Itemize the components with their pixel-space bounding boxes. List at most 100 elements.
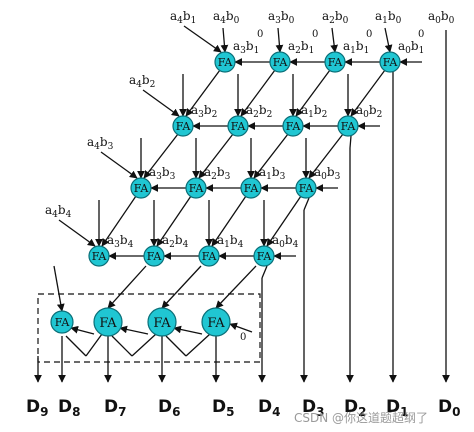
wire-final-in-2 <box>161 265 202 309</box>
fa-node-r1-c4-label: FA <box>383 56 399 69</box>
wire-carry-1-0 <box>143 133 179 179</box>
fa-node-r2-c1-label: FA <box>176 120 192 133</box>
term-a2b2: a2b2 <box>246 103 272 120</box>
wire-carry-1-2 <box>253 133 289 179</box>
fa-node-r2-c4-label: FA <box>341 120 357 133</box>
wire-carry-0-2 <box>295 69 331 117</box>
output-D1: D1 <box>386 397 408 419</box>
top-input-a2b0: a2b0 <box>322 9 349 26</box>
fa-node-r4-c4 <box>253 245 275 267</box>
fa-node-r2-c1 <box>172 115 194 137</box>
wire-sum-bend-D3 <box>303 197 310 211</box>
term-a2b4: a2b4 <box>162 233 189 250</box>
wire-carry-1-3 <box>308 133 344 179</box>
wire-top-1 <box>275 27 284 53</box>
wire-top-2 <box>330 27 338 53</box>
term-a1b4: a1b4 <box>217 233 244 250</box>
term-a0b4: a0b4 <box>272 233 299 250</box>
wire-sum-bend-D4 <box>261 265 268 279</box>
wire-sum-bend-D2 <box>349 135 352 149</box>
fa-node-r1-c3 <box>324 51 346 73</box>
term-a0b3: a0b3 <box>314 165 341 182</box>
fa-node-r2-c4 <box>337 115 359 137</box>
fa-node-r2-c3-label: FA <box>286 120 302 133</box>
wire-zz-b-0 <box>85 333 103 357</box>
watermark: CSDN @你这道题超纲了 <box>294 410 428 425</box>
output-D9: D9 <box>26 397 48 419</box>
fa-node-r4-c2-label: FA <box>147 250 163 263</box>
wire-zz-a-0 <box>65 335 87 357</box>
wire-final-in-0 <box>53 265 65 312</box>
term-a2b1: a2b1 <box>288 39 314 56</box>
wire-top-3 <box>384 27 393 53</box>
output-D6: D6 <box>158 397 180 419</box>
output-D3: D3 <box>302 397 324 419</box>
fa-node-r1-c1 <box>214 51 236 73</box>
fa-node-r3-c2-label: FA <box>189 182 205 195</box>
term-a3b4: a3b4 <box>107 233 134 250</box>
fa-final-4-label: FA <box>207 316 225 331</box>
fa-node-r4-c1-label: FA <box>92 250 108 263</box>
fa-final-1 <box>50 310 74 334</box>
term-a1b2: a1b2 <box>301 103 327 120</box>
fa-node-r1-c2-label: FA <box>273 56 289 69</box>
fa-node-r1-c4 <box>379 51 401 73</box>
wire-zz-a-2 <box>165 335 187 357</box>
wire-zz-b-2 <box>185 333 211 357</box>
output-D8: D8 <box>58 397 80 419</box>
wire-carry-2-1 <box>156 195 192 247</box>
wire-row-in-2 <box>100 151 138 179</box>
row-input-a4b3: a4b3 <box>87 135 114 152</box>
term-a3b1: a3b1 <box>233 39 259 56</box>
row-input-a4b1: a4b1 <box>170 9 196 26</box>
row-input-a4b4: a4b4 <box>45 203 72 220</box>
term-a1b3: a1b3 <box>259 165 286 182</box>
wires <box>34 25 450 383</box>
final-adder-row-box <box>37 293 261 363</box>
wire-carry-1-1 <box>198 133 234 179</box>
top-carry-zero-3: 0 <box>418 29 424 40</box>
wire-final-carry-1 <box>70 325 95 335</box>
top-carry-zero-0: 0 <box>257 29 263 40</box>
wire-zz-a-1 <box>111 335 133 357</box>
term-a2b3: a2b3 <box>204 165 231 182</box>
wire-row-in-0 <box>183 25 222 53</box>
output-D4: D4 <box>258 397 280 419</box>
wire-final-carry-3 <box>173 325 203 335</box>
row-input-a4b2: a4b2 <box>129 73 155 90</box>
top-input-a1b0: a1b0 <box>375 9 402 26</box>
wire-final-cin <box>229 322 253 333</box>
wire-row-in-3 <box>58 219 96 247</box>
fa-node-r4-c3 <box>198 245 220 267</box>
term-a1b1: a1b1 <box>343 39 369 56</box>
fa-node-r3-c1-label: FA <box>134 182 150 195</box>
fa-final-3 <box>147 307 177 337</box>
fa-final-4 <box>201 307 231 337</box>
wire-carry-2-2 <box>211 195 247 247</box>
output-D7: D7 <box>104 397 126 419</box>
carry-in-label: 0 <box>240 332 246 343</box>
fa-node-r1-c1-label: FA <box>218 56 234 69</box>
fa-node-r4-c4-label: FA <box>257 250 273 263</box>
output-D2: D2 <box>344 397 366 419</box>
term-a0b1: a0b1 <box>398 39 424 56</box>
fa-node-r4-c1 <box>88 245 110 267</box>
fa-node-r4-c3-label: FA <box>202 250 218 263</box>
wire-final-carry-2 <box>119 325 149 335</box>
fa-node-r2-c3 <box>282 115 304 137</box>
fa-node-r1-c2 <box>269 51 291 73</box>
fa-node-r4-c2 <box>143 245 165 267</box>
output-D5: D5 <box>212 397 234 419</box>
wire-top-0 <box>220 27 229 53</box>
fa-node-r3-c2 <box>185 177 207 199</box>
top-carry-zero-1: 0 <box>312 29 318 40</box>
wire-carry-2-3 <box>266 195 302 247</box>
fa-node-r3-c4-label: FA <box>299 182 315 195</box>
wire-zz-b-1 <box>131 333 157 357</box>
fa-node-r2-c2-label: FA <box>231 120 247 133</box>
fa-final-1-label: FA <box>55 316 71 329</box>
